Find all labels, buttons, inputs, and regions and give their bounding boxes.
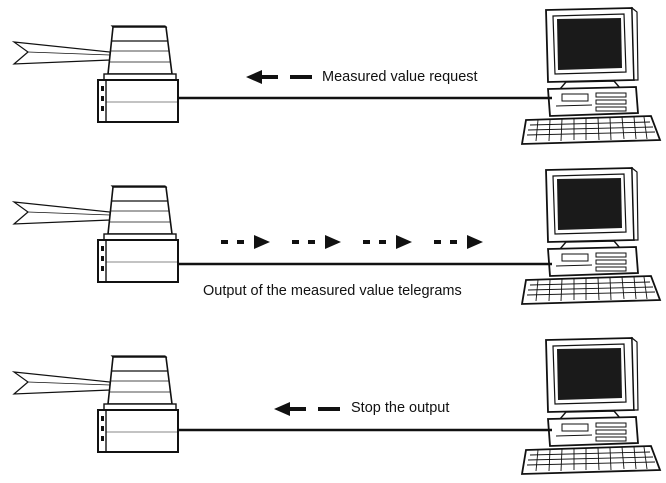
label-output-telegrams: Output of the measured value telegrams [203, 283, 462, 299]
row-3 [13, 337, 661, 475]
computer-icon [521, 7, 661, 145]
row-1 [13, 7, 661, 145]
telegram-arrows-icon [221, 235, 483, 249]
computer-icon [521, 167, 661, 305]
computer-icon [521, 337, 661, 475]
arrow-left-icon [246, 70, 312, 84]
sensor-icon [13, 355, 179, 453]
sensor-icon [13, 25, 179, 123]
label-measured-value-request: Measured value request [322, 69, 478, 85]
label-stop-output: Stop the output [351, 400, 450, 416]
arrow-left-icon [274, 402, 340, 416]
row-2 [13, 167, 661, 305]
sensor-icon [13, 185, 179, 283]
